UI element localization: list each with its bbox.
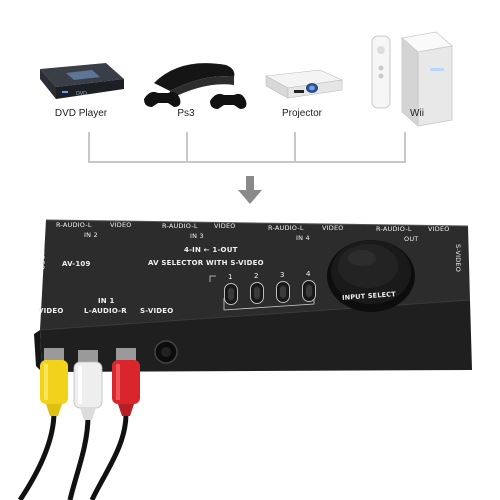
connector-line-projector	[294, 132, 296, 162]
model-label: AV-109	[62, 260, 91, 268]
connector-line-ps3	[186, 132, 188, 162]
input-button-3[interactable]	[276, 281, 290, 303]
label-video-in3: VIDEO	[214, 222, 236, 230]
source-label-projector: Projector	[281, 108, 322, 119]
label-r-audio-l-in3: R-AUDIO-L	[162, 222, 198, 230]
label-r-audio-l-out: R-AUDIO-L	[376, 225, 412, 233]
svg-text:DVD: DVD	[76, 91, 87, 97]
label-r-audio-l-in2: R-AUDIO-L	[56, 221, 92, 229]
input-button-1[interactable]	[224, 283, 238, 305]
input-select-knob[interactable]	[316, 228, 426, 318]
label-in3: IN 3	[190, 232, 204, 240]
front-in1-label: IN 1	[98, 297, 115, 305]
input-button-4[interactable]	[302, 280, 316, 302]
input-button-2[interactable]	[250, 282, 264, 304]
button-number-1: 1	[228, 273, 233, 281]
label-out: OUT	[404, 235, 419, 243]
front-svideo-label: S-VIDEO	[140, 307, 174, 315]
white-rca-plug	[73, 350, 103, 420]
yellow-rca-plug	[40, 348, 68, 416]
front-video-label: VIDEO	[38, 307, 64, 315]
label-video-in4: VIDEO	[322, 224, 344, 232]
button-number-3: 3	[280, 271, 285, 279]
label-r-audio-l-in4: R-AUDIO-L	[268, 224, 304, 232]
mode-label: 4-IN ← 1-OUT	[184, 246, 238, 254]
source-label-wii: Wii	[410, 108, 424, 119]
label-video-in2: VIDEO	[110, 221, 132, 229]
red-rca-plug	[112, 348, 140, 416]
connector-line-wii	[404, 132, 406, 162]
subtitle-label: AV SELECTOR WITH S-VIDEO	[148, 259, 264, 267]
label-in4: IN 4	[296, 234, 310, 242]
down-arrow-icon	[238, 176, 262, 204]
connector-line-horizontal	[88, 161, 406, 163]
dvd-player-icon: DVD	[40, 63, 124, 99]
label-video-out: VIDEO	[428, 225, 450, 233]
connector-line-dvd	[88, 132, 90, 162]
button-number-4: 4	[306, 270, 311, 278]
source-label-dvd: DVD Player	[54, 108, 108, 119]
wii-console-icon	[371, 31, 453, 127]
projector-icon	[265, 69, 344, 99]
source-label-ps3: Ps3	[177, 108, 195, 119]
front-audio-label: L-AUDIO-R	[84, 307, 127, 315]
ps3-console-icon	[144, 63, 247, 109]
label-in2: IN 2	[84, 231, 98, 239]
button-number-2: 2	[254, 272, 259, 280]
